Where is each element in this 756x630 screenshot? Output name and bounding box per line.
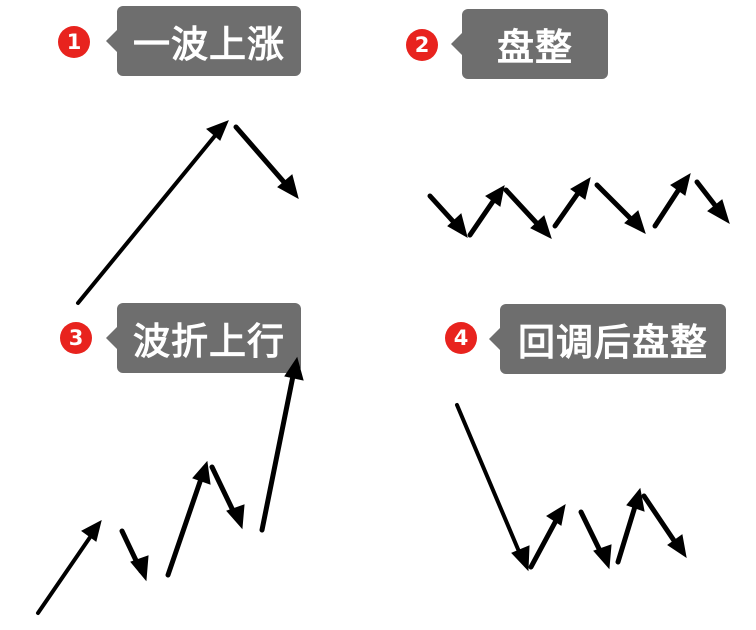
panel-title-1: 一波上涨 (106, 6, 301, 76)
arrow-head (206, 120, 229, 141)
step-badge-3: 3 (60, 322, 92, 354)
arrow-down (233, 124, 293, 192)
panel-1-arrows (76, 120, 299, 305)
arrow-head (277, 174, 299, 199)
step-badge-2: 2 (406, 29, 438, 61)
panel-2-arrows (427, 172, 730, 239)
panel-title-2: 盘整 (451, 9, 608, 79)
step-badge-4: 4 (445, 322, 477, 354)
step-badge-1: 1 (58, 26, 90, 58)
panel-3-arrows (36, 356, 304, 615)
panel-4-arrows (455, 403, 687, 572)
arrow-up (76, 124, 225, 305)
panel-title-3: 波折上行 (106, 303, 301, 373)
panel-title-4: 回调后盘整 (489, 304, 726, 374)
